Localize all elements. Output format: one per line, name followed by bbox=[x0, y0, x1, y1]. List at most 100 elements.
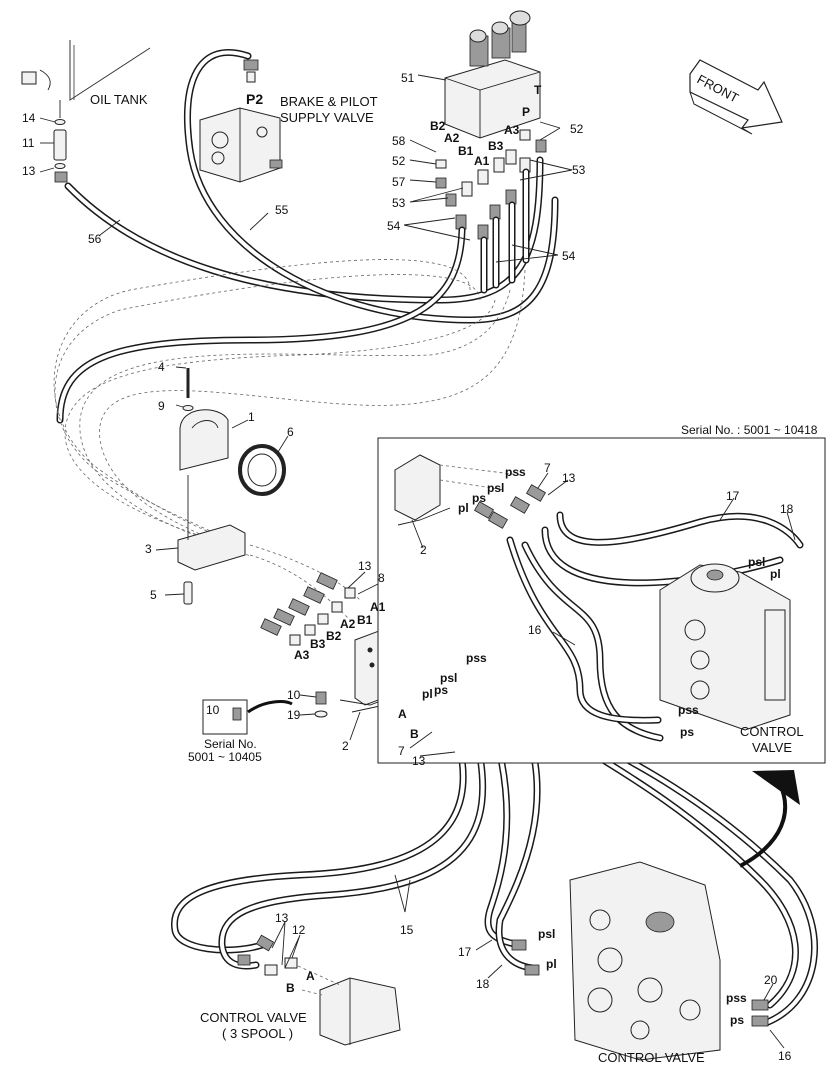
callout-10: 10 bbox=[287, 688, 301, 702]
callout-16-inset: 16 bbox=[528, 623, 542, 637]
callout-53-left: 53 bbox=[392, 196, 406, 210]
port-p2: P2 bbox=[246, 91, 263, 107]
port-b1-top: B1 bbox=[458, 144, 474, 158]
callout-19: 19 bbox=[287, 708, 301, 722]
callout-13-inset: 13 bbox=[562, 471, 576, 485]
callout-52-right: 52 bbox=[570, 122, 584, 136]
port-psl-bottom: psl bbox=[538, 927, 555, 941]
port-a1-top: A1 bbox=[474, 154, 490, 168]
port-b3-mid: B3 bbox=[310, 637, 326, 651]
port-ps-bottom: ps bbox=[730, 1013, 744, 1027]
oil-tank bbox=[21, 40, 151, 101]
callout-54-right: 54 bbox=[562, 249, 576, 263]
callout-1: 1 bbox=[248, 410, 255, 424]
callout-11: 11 bbox=[22, 136, 35, 150]
callout-16-bottom: 16 bbox=[778, 1049, 792, 1063]
port-a2-mid: A2 bbox=[340, 617, 356, 631]
callout-9: 9 bbox=[158, 399, 165, 413]
callout-18-bottom: 18 bbox=[476, 977, 490, 991]
callout-8: 8 bbox=[378, 571, 385, 585]
hose-56 bbox=[64, 156, 544, 304]
port-b2-top: B2 bbox=[430, 119, 446, 133]
label-control-valve-bottom: CONTROL VALVE bbox=[598, 1050, 705, 1065]
callout-7-main: 7 bbox=[398, 744, 405, 758]
callout-58: 58 bbox=[392, 134, 406, 148]
callout-7-inset: 7 bbox=[544, 461, 551, 475]
port-b3-top: B3 bbox=[488, 139, 504, 153]
port-b-main: B bbox=[410, 727, 419, 741]
port-t: T bbox=[534, 83, 542, 97]
port-pl-main: pl bbox=[422, 687, 433, 701]
callout-56: 56 bbox=[88, 232, 102, 246]
tank-fitting-stack bbox=[53, 100, 68, 183]
control-valve-main bbox=[511, 861, 769, 1061]
port-psl-inset-valve: psl bbox=[748, 555, 765, 569]
callout-54-left: 54 bbox=[387, 219, 401, 233]
port-ps-inset: ps bbox=[472, 491, 486, 505]
callout-20: 20 bbox=[764, 973, 778, 987]
callout-17-inset: 17 bbox=[726, 489, 740, 503]
serial-box-small bbox=[202, 699, 293, 735]
port-a2-top: A2 bbox=[444, 131, 460, 145]
port-ps-main: ps bbox=[434, 683, 448, 697]
label-control-valve-3spool-1: CONTROL VALVE bbox=[200, 1010, 307, 1025]
label-control-valve-inset-1: CONTROL bbox=[740, 724, 804, 739]
callout-13-mid: 13 bbox=[358, 559, 372, 573]
label-serial-inset: Serial No. : 5001 ~ 10418 bbox=[681, 423, 818, 437]
callout-2-main: 2 bbox=[342, 739, 349, 753]
port-b2-mid: B2 bbox=[326, 629, 342, 643]
callout-13-bottom: 13 bbox=[275, 911, 289, 925]
front-arrow bbox=[689, 59, 783, 135]
callout-6: 6 bbox=[287, 425, 294, 439]
inset-arrow bbox=[739, 770, 800, 868]
label-serial-small-2: 5001 ~ 10405 bbox=[188, 750, 262, 764]
pilot-control-valve-51 bbox=[444, 10, 541, 139]
brake-pilot-supply-valve bbox=[199, 59, 283, 183]
port-b-3spool: B bbox=[286, 981, 295, 995]
label-oil-tank: OIL TANK bbox=[90, 92, 148, 107]
port-a3-top: A3 bbox=[504, 123, 520, 137]
pilot-hoses-54 bbox=[56, 168, 530, 424]
spool-fittings-cluster bbox=[260, 572, 356, 646]
port-a-3spool: A bbox=[306, 969, 315, 983]
callout-57: 57 bbox=[392, 175, 406, 189]
port-pl-inset: pl bbox=[458, 501, 469, 515]
callout-51: 51 bbox=[401, 71, 415, 85]
serial-inset-panel bbox=[377, 437, 826, 764]
port-ps-inset-valve: ps bbox=[680, 725, 694, 739]
port-pss-main: pss bbox=[466, 651, 487, 665]
hose-clamp-parts bbox=[177, 368, 286, 605]
callout-12: 12 bbox=[292, 923, 306, 937]
callout-53-right: 53 bbox=[572, 163, 586, 177]
callout-55: 55 bbox=[275, 203, 289, 217]
callout-2-inset: 2 bbox=[420, 543, 427, 557]
port-p: P bbox=[522, 105, 530, 119]
port-pss-inset-valve: pss bbox=[678, 703, 699, 717]
port-psl-main: psl bbox=[440, 671, 457, 685]
port-labels: B2 A2 B1 A1 B3 A3 T P A1 B1 A2 B2 B3 A3 … bbox=[286, 83, 781, 1027]
phantom-hose-routing bbox=[53, 259, 526, 621]
port-pss-bottom: pss bbox=[726, 991, 747, 1005]
callout-17-bottom: 17 bbox=[458, 945, 472, 959]
label-control-valve-3spool-2: ( 3 SPOOL ) bbox=[222, 1026, 293, 1041]
callout-18-inset: 18 bbox=[780, 502, 794, 516]
hose-55 bbox=[184, 49, 559, 324]
callout-5: 5 bbox=[150, 588, 157, 602]
label-brake-pilot-line2: SUPPLY VALVE bbox=[280, 110, 374, 125]
callout-52-left: 52 bbox=[392, 154, 406, 168]
port-a1-mid: A1 bbox=[370, 600, 386, 614]
callout-15: 15 bbox=[400, 923, 414, 937]
callout-13-main: 13 bbox=[412, 754, 426, 768]
leader-lines bbox=[39, 74, 796, 1049]
callout-numbers: 14 11 13 56 55 51 58 52 57 53 54 52 53 5… bbox=[22, 71, 794, 1063]
port-pss-inset: pss bbox=[505, 465, 526, 479]
port-pl-bottom: pl bbox=[546, 957, 557, 971]
port-a-main: A bbox=[398, 707, 407, 721]
label-serial-small-1: Serial No. bbox=[204, 737, 257, 751]
label-control-valve-inset-2: VALVE bbox=[752, 740, 792, 755]
callout-13-tank: 13 bbox=[22, 164, 36, 178]
label-brake-pilot-line1: BRAKE & PILOT bbox=[280, 94, 378, 109]
callout-10-small: 10 bbox=[206, 703, 220, 717]
